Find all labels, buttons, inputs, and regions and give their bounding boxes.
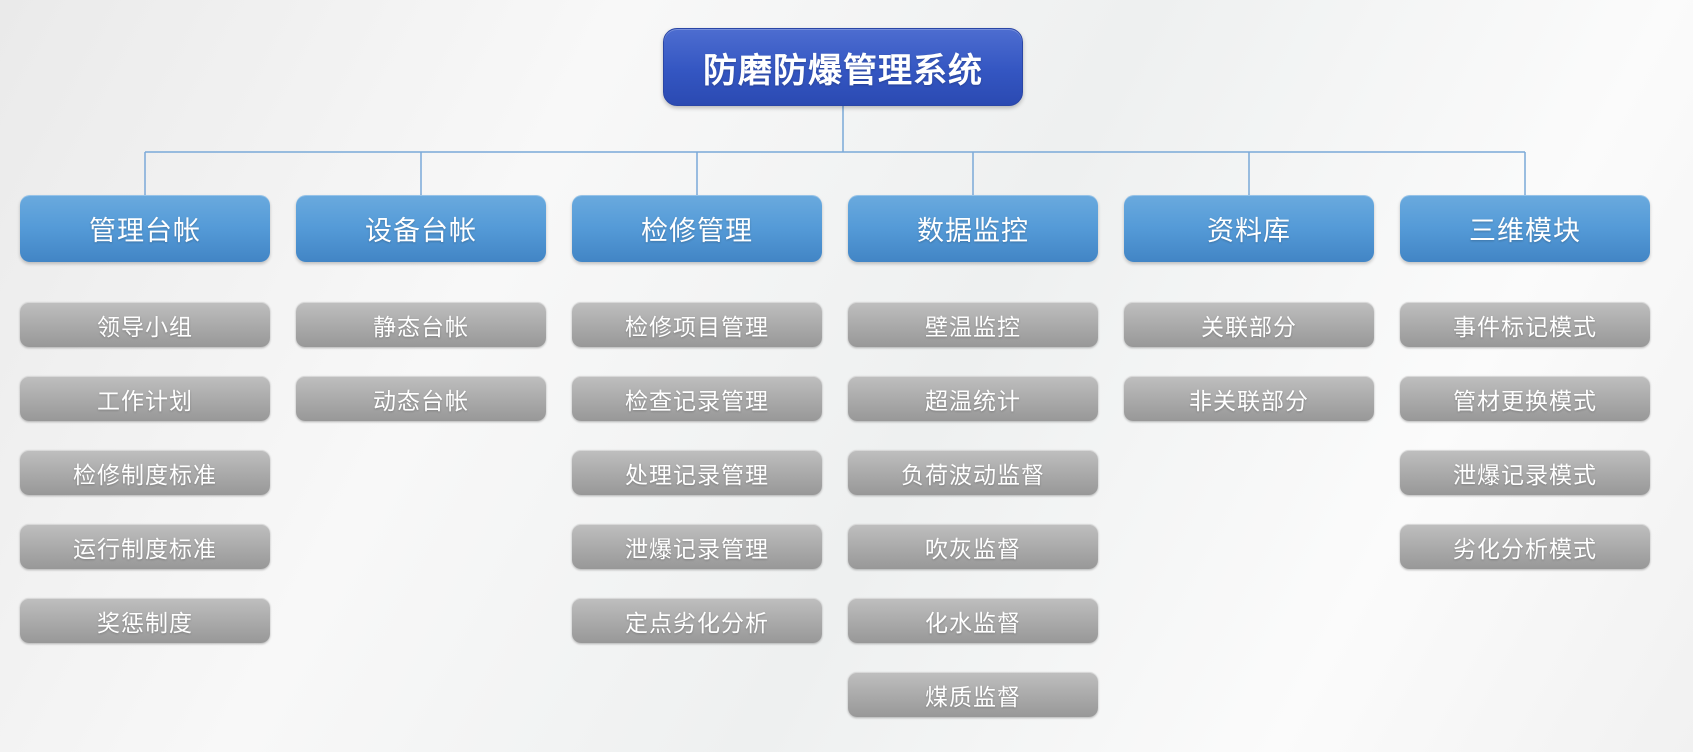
root-label: 防磨防爆管理系统: [703, 51, 983, 90]
child-label: 劣化分析模式: [1453, 535, 1597, 562]
child-label: 化水监督: [925, 609, 1021, 636]
branch-node: 设备台帐: [296, 195, 546, 262]
branch-label: 管理台帐: [89, 216, 201, 246]
child-label: 定点劣化分析: [625, 609, 769, 636]
child-label: 关联部分: [1201, 313, 1297, 340]
child-node: 煤质监督: [848, 672, 1098, 717]
child-label: 检修项目管理: [625, 313, 769, 340]
branch-node: 资料库: [1124, 195, 1374, 262]
child-label: 处理记录管理: [625, 461, 769, 488]
branch-node: 检修管理: [572, 195, 822, 262]
child-label: 事件标记模式: [1453, 313, 1597, 340]
child-node: 吹灰监督: [848, 524, 1098, 569]
child-node: 劣化分析模式: [1400, 524, 1650, 569]
child-label: 壁温监控: [925, 313, 1021, 340]
child-node: 管材更换模式: [1400, 376, 1650, 421]
child-node: 泄爆记录管理: [572, 524, 822, 569]
child-label: 运行制度标准: [73, 535, 217, 562]
branch-node: 管理台帐: [20, 195, 270, 262]
child-node: 化水监督: [848, 598, 1098, 643]
child-node: 泄爆记录模式: [1400, 450, 1650, 495]
child-node: 领导小组: [20, 302, 270, 347]
child-node: 检查记录管理: [572, 376, 822, 421]
child-node: 静态台帐: [296, 302, 546, 347]
child-label: 负荷波动监督: [901, 461, 1045, 488]
child-node: 奖惩制度: [20, 598, 270, 643]
child-node: 关联部分: [1124, 302, 1374, 347]
child-label: 非关联部分: [1189, 387, 1309, 414]
child-node: 事件标记模式: [1400, 302, 1650, 347]
branch-label: 数据监控: [917, 216, 1029, 246]
child-label: 吹灰监督: [925, 535, 1021, 562]
root-node: 防磨防爆管理系统: [663, 28, 1023, 106]
child-node: 壁温监控: [848, 302, 1098, 347]
child-label: 泄爆记录模式: [1453, 461, 1597, 488]
child-label: 检查记录管理: [625, 387, 769, 414]
branch-node: 数据监控: [848, 195, 1098, 262]
child-node: 定点劣化分析: [572, 598, 822, 643]
child-label: 工作计划: [97, 387, 193, 414]
child-node: 负荷波动监督: [848, 450, 1098, 495]
child-label: 泄爆记录管理: [625, 535, 769, 562]
child-label: 超温统计: [925, 387, 1021, 414]
child-label: 煤质监督: [925, 683, 1021, 710]
child-label: 检修制度标准: [73, 461, 217, 488]
child-node: 检修制度标准: [20, 450, 270, 495]
child-node: 非关联部分: [1124, 376, 1374, 421]
child-node: 检修项目管理: [572, 302, 822, 347]
child-label: 动态台帐: [373, 387, 469, 414]
branch-label: 设备台帐: [365, 216, 477, 246]
child-node: 工作计划: [20, 376, 270, 421]
child-node: 超温统计: [848, 376, 1098, 421]
child-node: 处理记录管理: [572, 450, 822, 495]
child-node: 动态台帐: [296, 376, 546, 421]
child-label: 奖惩制度: [97, 609, 193, 636]
child-node: 运行制度标准: [20, 524, 270, 569]
child-label: 静态台帐: [373, 313, 469, 340]
child-label: 管材更换模式: [1453, 387, 1597, 414]
child-label: 领导小组: [97, 313, 193, 340]
branch-node: 三维模块: [1400, 195, 1650, 262]
branch-label: 三维模块: [1469, 216, 1581, 246]
branch-label: 检修管理: [641, 216, 753, 246]
branch-label: 资料库: [1207, 216, 1291, 246]
